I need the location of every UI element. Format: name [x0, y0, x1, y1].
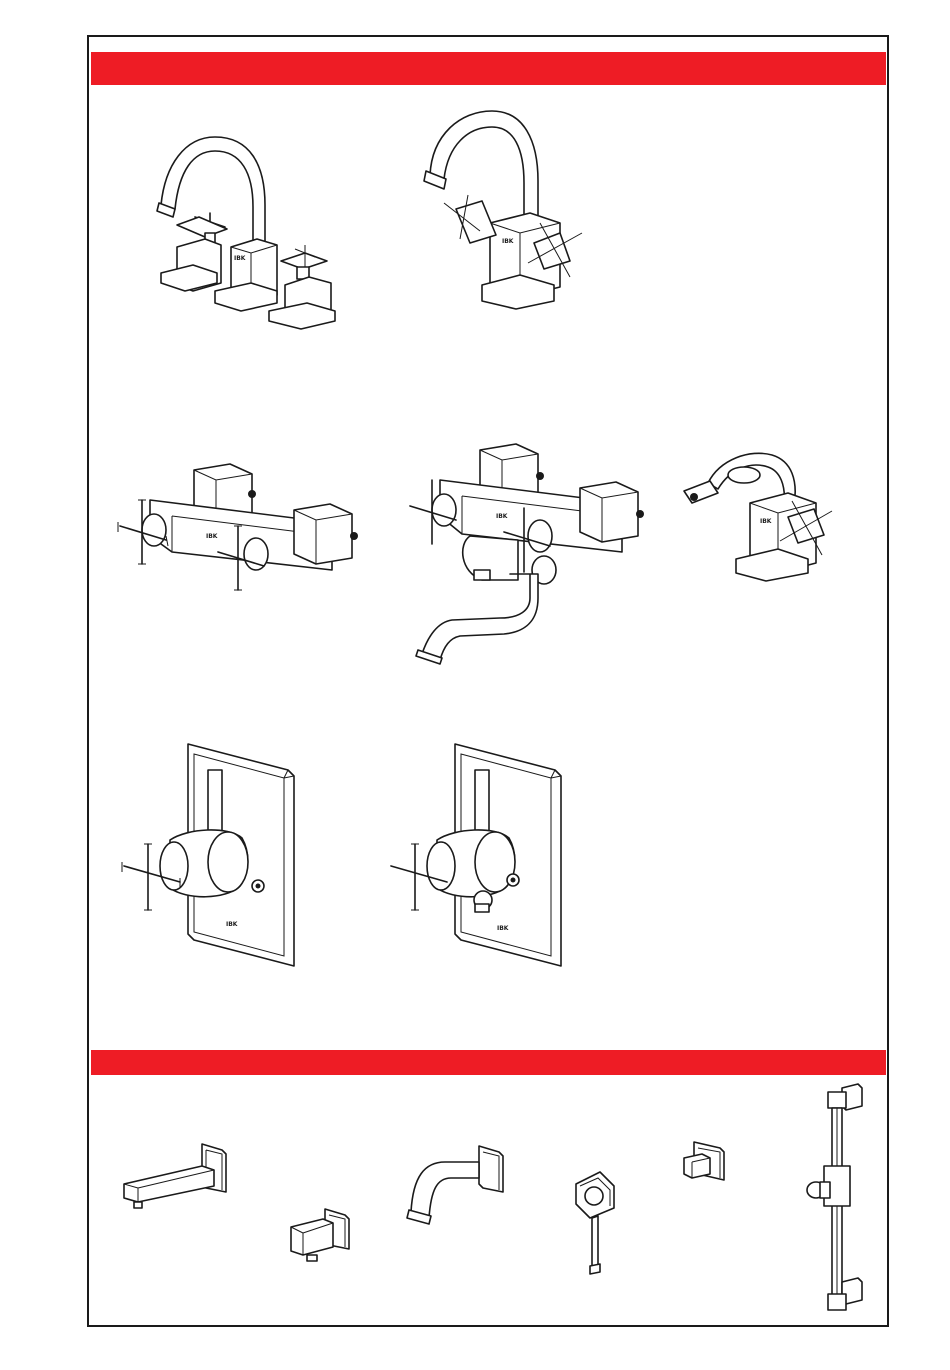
product-exposed-shower-mixer: IBK — [110, 460, 360, 600]
product-square-wall-spout — [120, 1140, 232, 1215]
product-concealed-bath-shower-mixer: IBK — [385, 740, 570, 970]
curved-wall-spout-icon — [405, 1140, 505, 1225]
product-exposed-bath-shower-mixer: IBK — [400, 440, 645, 665]
product-wall-outlet-elbow — [285, 1205, 355, 1265]
concealed-shower-mixer-icon: IBK — [118, 740, 303, 970]
exposed-bath-shower-mixer-icon: IBK — [400, 440, 645, 665]
brand-logo: IBK — [760, 518, 772, 525]
exposed-shower-mixer-icon: IBK — [110, 460, 360, 600]
product-hand-shower — [570, 1168, 620, 1280]
product-three-hole-basin-mixer: IBK — [155, 125, 350, 330]
single-hole-basin-mixer-icon: IBK — [420, 105, 590, 310]
section-header-band-accessories — [91, 1050, 886, 1075]
product-shower-holder — [680, 1138, 728, 1183]
hand-shower-icon — [570, 1168, 620, 1280]
three-hole-basin-mixer-icon: IBK — [155, 125, 350, 330]
slide-rail-icon — [800, 1082, 870, 1317]
bidet-mixer-icon: IBK — [680, 445, 840, 585]
concealed-bath-shower-mixer-icon: IBK — [385, 740, 570, 970]
brand-logo: IBK — [497, 925, 509, 932]
brand-logo: IBK — [226, 921, 238, 928]
product-bidet-mixer: IBK — [680, 445, 840, 585]
product-slide-rail — [800, 1082, 870, 1317]
product-concealed-shower-mixer: IBK — [118, 740, 303, 970]
shower-holder-icon — [680, 1138, 728, 1183]
product-curved-wall-spout — [405, 1140, 505, 1225]
brand-logo: IBK — [502, 238, 514, 245]
brand-logo: IBK — [496, 513, 508, 520]
square-wall-spout-icon — [120, 1140, 232, 1215]
brand-logo: IBK — [206, 533, 218, 540]
brand-logo: IBK — [234, 255, 246, 262]
product-single-hole-basin-mixer: IBK — [420, 105, 590, 310]
wall-outlet-elbow-icon — [285, 1205, 355, 1265]
section-header-band-mixers — [91, 52, 886, 85]
